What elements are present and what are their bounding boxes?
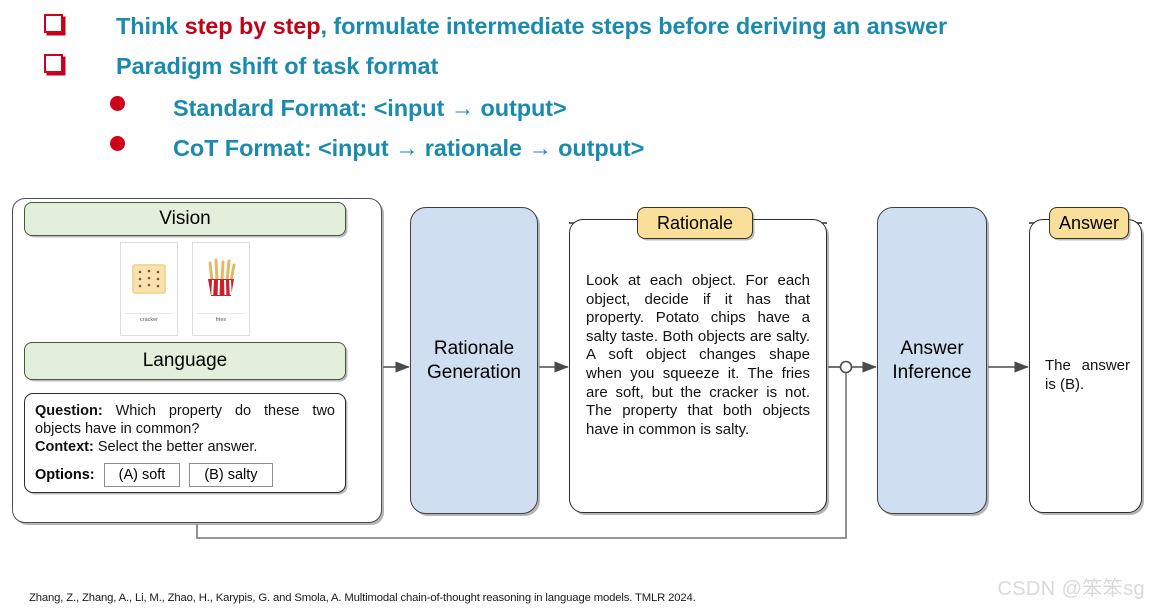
image-caption: fries	[197, 313, 245, 323]
junction-node	[839, 360, 853, 374]
vision-header-label: Vision	[159, 208, 211, 229]
dot-bullet-icon	[110, 136, 125, 151]
rationale-output-panel	[569, 219, 827, 513]
answer-body-text: The answer is (B).	[1045, 357, 1130, 393]
answer-inference-line1: Answer	[900, 337, 964, 359]
answer-tab: Answer	[1049, 207, 1129, 239]
dot-bullet-icon	[110, 96, 125, 111]
mm-cot-pipeline-diagram: Vision cracker	[0, 185, 1157, 555]
rationale-generation-box: Rationale Generation	[410, 207, 538, 514]
question-label: Question:	[35, 403, 103, 419]
slide-bullet-header: Think step by step, formulate intermedia…	[0, 0, 1157, 180]
bullet-seg-step-by-step: step by step	[184, 13, 321, 39]
answer-output-panel	[1029, 219, 1142, 513]
rationale-body-text: Look at each object. For each object, de…	[586, 272, 810, 438]
bullet-row-3: Standard Format: <input → output>	[110, 96, 567, 120]
citation-text: Zhang, Z., Zhang, A., Li, M., Zhao, H., …	[29, 592, 696, 604]
image-caption: cracker	[125, 313, 173, 323]
bullet-row-2: Paradigm shift of task format	[44, 54, 438, 78]
rationale-tab-label: Rationale	[656, 212, 734, 233]
question-text: Which property do these two objects have…	[35, 403, 335, 437]
answer-inference-line2: Inference	[892, 361, 972, 383]
option-a[interactable]: (A) soft	[103, 463, 181, 487]
context-label: Context:	[35, 439, 94, 455]
bullet-text-3: Standard Format: <input → output>	[173, 95, 567, 121]
image-card-fries: fries	[192, 242, 250, 336]
context-text: Select the better answer.	[93, 439, 258, 455]
rationale-tab: Rationale	[637, 207, 753, 239]
options-row: Options: (A) soft (B) salty	[35, 463, 335, 487]
cracker-image	[132, 264, 166, 294]
bullet-row-4: CoT Format: <input → rationale → output>	[110, 136, 644, 160]
image-card-cracker: cracker	[120, 242, 178, 336]
question-line: Question: Which property do these two ob…	[35, 402, 335, 438]
bullet-text-1: Think step by step, formulate intermedia…	[116, 14, 947, 38]
bullet-text-2: Paradigm shift of task format	[116, 53, 439, 79]
context-line: Context: Select the better answer.	[35, 438, 335, 456]
csdn-watermark: CSDN @笨笨sg	[997, 578, 1145, 600]
bullet-seg-think: Think	[116, 13, 185, 39]
vision-image-row: cracker fries	[24, 242, 346, 338]
language-header-label: Language	[142, 350, 228, 371]
question-context-options-box: Question: Which property do these two ob…	[24, 393, 346, 493]
options-label: Options:	[35, 467, 95, 483]
language-header: Language	[24, 342, 346, 380]
bullet-text-4: CoT Format: <input → rationale → output>	[173, 135, 645, 161]
feedback-path-input-to-junction	[196, 373, 847, 539]
square-bullet-icon	[44, 54, 63, 73]
answer-inference-box: Answer Inference	[877, 207, 987, 514]
fries-image	[208, 258, 236, 296]
square-bullet-icon	[44, 14, 63, 33]
vision-header: Vision	[24, 202, 346, 236]
bullet-row-1: Think step by step, formulate intermedia…	[44, 14, 947, 38]
bullet-seg-rest: , formulate intermediate steps before de…	[320, 13, 948, 39]
answer-tab-label: Answer	[1058, 212, 1120, 233]
option-b[interactable]: (B) salty	[189, 463, 273, 487]
rationale-generation-line2: Generation	[426, 361, 521, 383]
rationale-generation-line1: Rationale	[433, 337, 515, 359]
